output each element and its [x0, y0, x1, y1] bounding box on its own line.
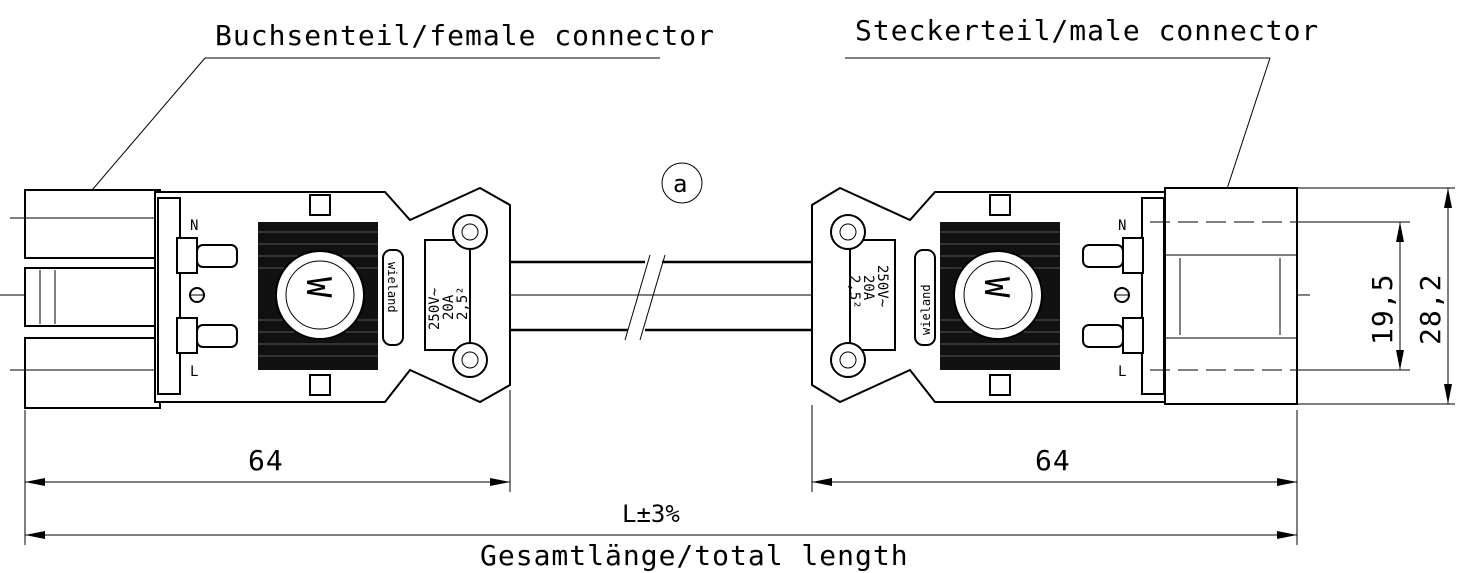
female-screw-bottom: [452, 342, 488, 378]
female-brand: wieland: [385, 262, 399, 313]
dimension-length-value: L±3%: [622, 500, 680, 528]
svg-text:W: W: [976, 277, 1016, 298]
dimension-inner-height-value: 19,5: [1366, 274, 1399, 345]
female-screw-top: [452, 214, 488, 250]
marker-a-circle: [661, 162, 703, 204]
female-logo: [275, 250, 365, 340]
svg-text:W: W: [298, 277, 338, 298]
female-rating-section: 2,5²: [455, 286, 471, 320]
male-connector-label: Steckerteil/male connector: [855, 14, 1319, 47]
female-rating-current: 20A: [441, 294, 457, 320]
male-rating-section: 2,5²: [846, 275, 862, 309]
dimension-outer-height-value: 28,2: [1414, 274, 1447, 345]
dimension-left-value: 64: [248, 444, 284, 477]
male-screw-top: [830, 214, 866, 250]
male-rating-current: 20A: [860, 275, 876, 301]
total-length-label: Gesamtlänge/total length: [480, 539, 909, 572]
female-connector: N L W 250V~ 20A 2,5² wieland: [10, 186, 511, 409]
cable-break-mark-1: [624, 254, 651, 341]
male-terminal-l: L: [1118, 364, 1126, 380]
female-top-socket: [24, 189, 161, 259]
male-screw-bottom: [830, 342, 866, 378]
female-terminal-n: N: [190, 218, 198, 234]
male-plug-housing: [1164, 187, 1298, 405]
cable: [510, 254, 815, 341]
male-brand: wieland: [919, 284, 933, 335]
male-terminal-n: N: [1118, 218, 1126, 234]
female-bottom-socket: [24, 337, 161, 409]
female-mid-socket: [24, 267, 161, 327]
dimension-right-value: 64: [1035, 444, 1071, 477]
female-rating-voltage: 250V~: [427, 288, 443, 330]
male-rating-voltage: 250V~: [874, 265, 890, 307]
female-leader-line: [74, 57, 206, 211]
male-logo: [953, 250, 1043, 340]
male-leader-line: [1224, 57, 1271, 196]
female-terminal-l: L: [190, 364, 198, 380]
female-connector-label: Buchsenteil/female connector: [215, 19, 715, 52]
male-connector: N L W 250V~ 20A 2,5² wieland: [811, 186, 1310, 405]
marker-a-label: a: [673, 170, 687, 198]
cable-break-mark-2: [639, 254, 666, 341]
